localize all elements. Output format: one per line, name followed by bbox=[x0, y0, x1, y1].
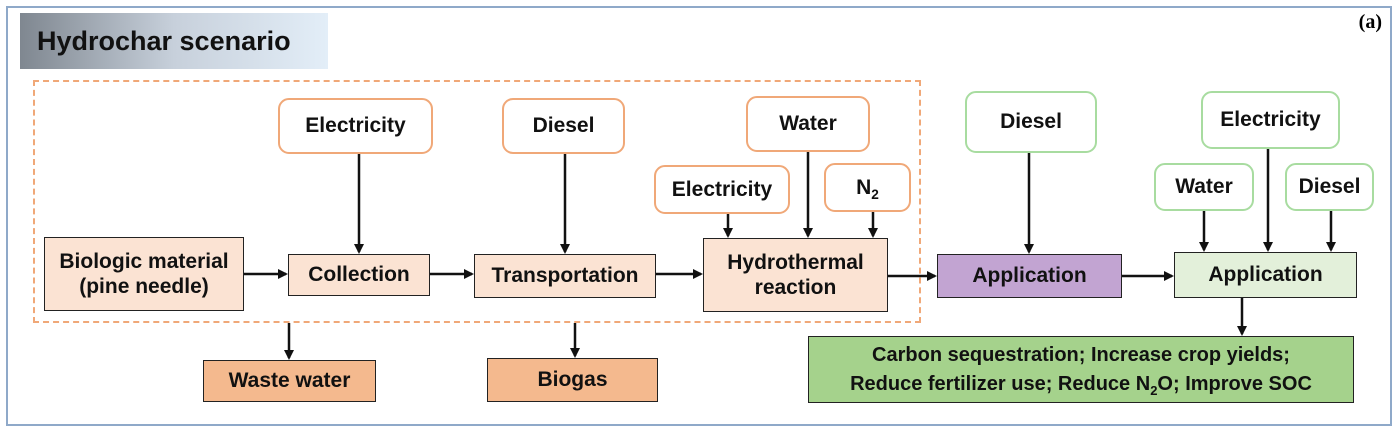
input-diesel-application1: Diesel bbox=[965, 91, 1097, 153]
step-label-line2: (pine needle) bbox=[79, 275, 209, 298]
figure-frame bbox=[6, 6, 1392, 426]
input-electricity-collection: Electricity bbox=[278, 98, 433, 154]
step-label-line1: Hydrothermal bbox=[727, 250, 864, 274]
input-diesel-transport: Diesel bbox=[502, 98, 625, 154]
step-application-1: Application bbox=[937, 254, 1122, 298]
input-label: Electricity bbox=[671, 177, 773, 201]
step-label: Application bbox=[1208, 263, 1323, 287]
step-biologic-material: Biologic material (pine needle) bbox=[44, 237, 244, 311]
input-water-hydrothermal: Water bbox=[746, 96, 870, 152]
step-label: Collection bbox=[308, 263, 410, 287]
input-label: Diesel bbox=[532, 114, 595, 138]
step-hydrothermal-reaction: Hydrothermal reaction bbox=[703, 238, 888, 312]
diagram-title: Hydrochar scenario bbox=[37, 26, 291, 56]
step-label: Transportation bbox=[491, 264, 639, 288]
benefits-box: Carbon sequestration; Increase crop yiel… bbox=[808, 336, 1354, 403]
input-diesel-application2: Diesel bbox=[1285, 163, 1374, 211]
input-electricity-hydrothermal: Electricity bbox=[654, 165, 790, 214]
step-label: Application bbox=[972, 264, 1087, 288]
step-label-line1: Biologic material bbox=[59, 249, 229, 273]
output-biogas: Biogas bbox=[487, 358, 658, 402]
output-label: Biogas bbox=[537, 368, 608, 392]
step-label-line2: reaction bbox=[754, 276, 837, 299]
input-label: Diesel bbox=[1000, 110, 1062, 134]
benefits-line-1: Carbon sequestration; Increase crop yiel… bbox=[872, 343, 1290, 366]
input-label: N2 bbox=[856, 175, 879, 203]
input-label: Water bbox=[1175, 175, 1233, 199]
output-label: Waste water bbox=[228, 369, 351, 393]
step-application-2: Application bbox=[1174, 252, 1357, 298]
input-label: Diesel bbox=[1298, 175, 1361, 199]
step-collection: Collection bbox=[288, 254, 430, 296]
output-waste-water: Waste water bbox=[203, 360, 376, 402]
input-water-application2: Water bbox=[1154, 163, 1254, 211]
title-banner bbox=[20, 13, 328, 69]
input-label: Electricity bbox=[305, 114, 406, 138]
input-label: Water bbox=[779, 112, 837, 136]
step-transportation: Transportation bbox=[474, 254, 656, 298]
system-boundary bbox=[33, 80, 921, 323]
input-nitrogen-hydrothermal: N2 bbox=[824, 163, 911, 212]
panel-label: (a) bbox=[1358, 11, 1382, 33]
input-electricity-application2: Electricity bbox=[1201, 91, 1340, 149]
input-label: Electricity bbox=[1220, 108, 1321, 132]
benefits-line-2: Reduce fertilizer use; Reduce N2O; Impro… bbox=[850, 372, 1312, 398]
